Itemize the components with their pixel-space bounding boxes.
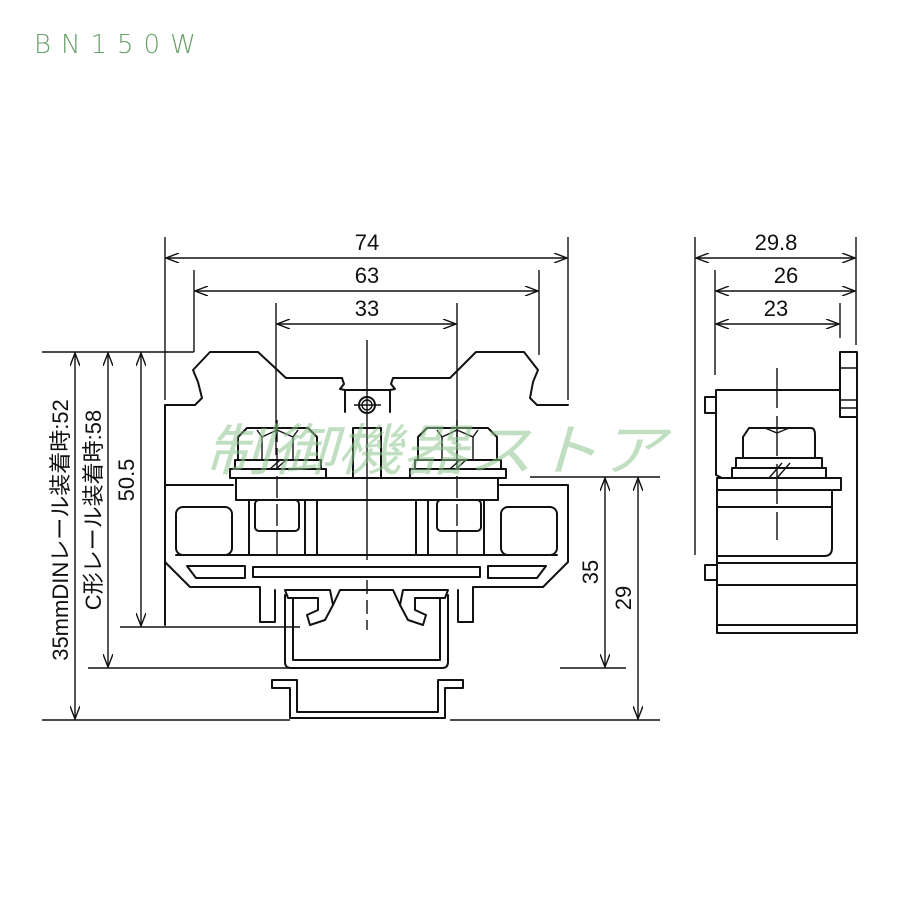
dim-label-29-8: 29.8: [755, 230, 798, 255]
dim-label-c-58: C形レール装着時:58: [81, 410, 106, 610]
right-clip: [399, 589, 449, 626]
right-terminal-screw: [409, 420, 507, 560]
c-rail: [284, 594, 449, 669]
dim-label-23: 23: [764, 296, 788, 321]
side-pin: [704, 564, 718, 581]
dim-label-33: 33: [355, 296, 379, 321]
center-post: [344, 389, 391, 413]
watermark-text: 制御機器ストア: [205, 419, 672, 484]
dim-label-26: 26: [774, 263, 798, 288]
right-slot: [487, 565, 547, 579]
rail-bar: [252, 566, 481, 578]
side-plate: [716, 477, 842, 491]
din-rail: [271, 679, 464, 719]
dim-label-74: 74: [355, 230, 379, 255]
side-nut: [742, 427, 816, 459]
side-lower-housing: [716, 416, 858, 634]
left-terminal-screw: [229, 420, 327, 560]
side-top-dimensions: 29.8 26 23: [694, 230, 857, 555]
left-slot: [186, 565, 246, 579]
dim-label-din-52: 35mmDINレール装着時:52: [48, 399, 73, 661]
left-clip: [284, 589, 334, 626]
clip-bridge: [332, 589, 401, 606]
dim-label-63: 63: [355, 263, 379, 288]
dim-label-35: 35: [578, 560, 603, 584]
lower-housing-outline: [164, 484, 569, 623]
terminal-plate: [235, 477, 499, 501]
dim-label-50-5: 50.5: [114, 459, 139, 502]
left-cavity: [175, 506, 233, 556]
side-view-body: [704, 351, 858, 634]
side-upper-housing: [704, 389, 841, 479]
front-top-dimensions: 74 63 33: [164, 230, 569, 455]
front-right-dimensions: 35 29: [450, 476, 660, 721]
side-rib: [839, 351, 858, 418]
model-title: BN150W: [34, 30, 206, 60]
internal-walls: [175, 499, 558, 556]
front-left-dimensions: 35mmDINレール装着時:52 C形レール装着時:58 50.5: [42, 351, 300, 721]
dim-label-29: 29: [611, 586, 636, 610]
front-view-body: [164, 340, 569, 719]
right-cavity: [500, 506, 558, 556]
